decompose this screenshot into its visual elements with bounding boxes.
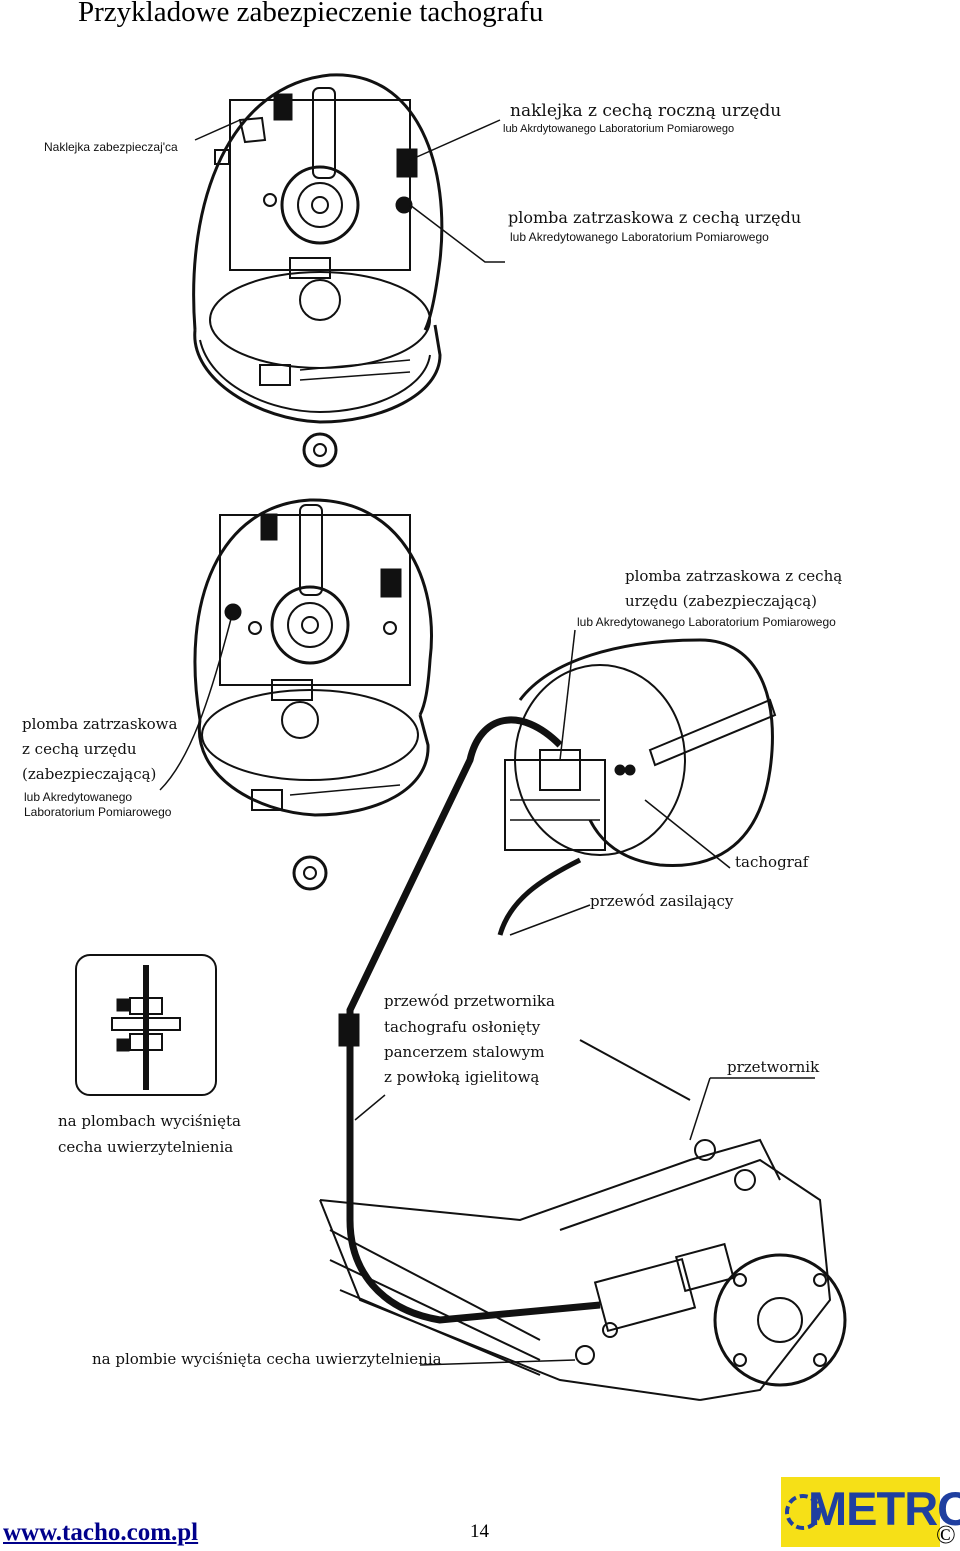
label-snap-seal-left-line4: lub Akredytowanego (24, 790, 133, 804)
tachograph-open-top (192, 73, 444, 468)
label-power-cable: przewód zasilający (590, 892, 734, 910)
label-snap-seal-right-line3: lub Akredytowanego Laboratorium Pomiarow… (577, 615, 836, 629)
label-sensor: przetwornik (727, 1058, 820, 1076)
gearbox-sensor (319, 1138, 847, 1401)
label-annual-sticker-line2: lub Akrdytowanego Laboratorium Pomiarowe… (503, 123, 735, 135)
label-sensor-cable-line3: pancerzem stalowym (384, 1043, 545, 1061)
label-tachograph: tachograf (735, 853, 809, 871)
label-snap-seal-top-line2: lub Akredytowanego Laboratorium Pomiarow… (510, 230, 769, 244)
label-snap-seal-left-line5: Laboratorium Pomiarowego (24, 805, 172, 819)
label-snap-seal-left-line2: z cechą urzędu (22, 740, 137, 758)
tachograph-mounted (504, 638, 777, 868)
metro-logo: METRO (781, 1477, 960, 1547)
label-snap-seal-left-line3: (zabezpieczającą) (22, 765, 157, 783)
label-annual-sticker-line1: naklejka z cechą roczną urzędu (510, 101, 782, 121)
footer-url-link[interactable]: www.tacho.com.pl (3, 1519, 199, 1546)
label-sensor-cable-line4: z powłoką igielitową (384, 1068, 540, 1086)
logo-text: METRO (808, 1482, 960, 1535)
label-sensor-cable-line1: przewód przetwornika (384, 992, 555, 1010)
label-snap-seal-top-line1: plomba zatrzaskowa z cechą urzędu (508, 208, 802, 227)
label-snap-seal-right-line2: urzędu (zabezpieczającą) (625, 592, 818, 610)
page-number: 14 (470, 1521, 489, 1542)
seal-detail-box (75, 954, 217, 1096)
logo-clock-icon (785, 1494, 821, 1530)
copyright-symbol: © (936, 1520, 956, 1549)
label-sticker-seal: Naklejka zabezpieczaj'ca (44, 140, 178, 154)
page-title: Przykladowe zabezpieczenie tachografu (78, 0, 544, 28)
label-seals-embossed-line1: na plombach wyciśnięta (58, 1112, 241, 1130)
tachograph-open-bottom (193, 498, 433, 891)
label-sensor-cable-line2: tachografu osłonięty (384, 1018, 541, 1036)
label-snap-seal-right-line1: plomba zatrzaskowa z cechą (625, 567, 843, 585)
label-snap-seal-left-line1: plomba zatrzaskowa (22, 715, 178, 733)
label-seals-embossed-line2: cecha uwierzytelnienia (58, 1138, 234, 1156)
label-seal-embossed: na plombie wyciśnięta cecha uwierzytelni… (92, 1350, 442, 1368)
tachograph-seal-illustration (75, 73, 847, 1401)
